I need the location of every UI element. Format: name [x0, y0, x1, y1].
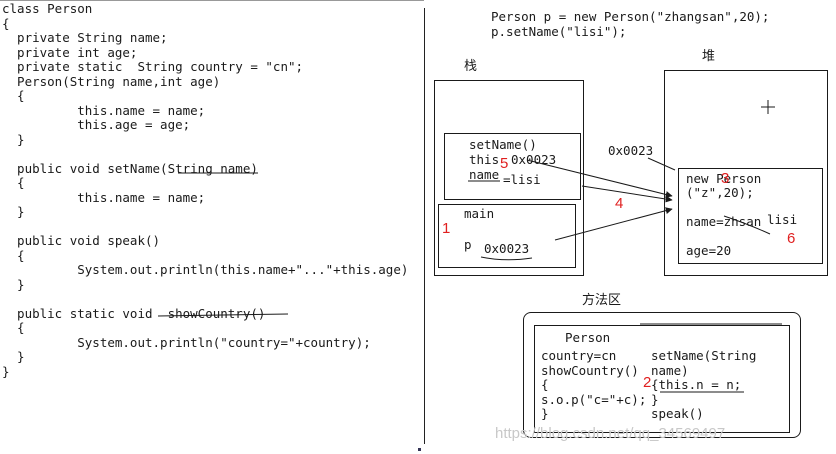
- new-person-statement: Person p = new Person("zhangsan",20);: [491, 9, 770, 24]
- stack-region: [434, 80, 584, 276]
- watermark: https://blog.csdn.net/qq_34569497: [495, 425, 726, 442]
- underline-showcountry: [157, 313, 289, 317]
- step-number-3: 3: [721, 170, 730, 187]
- code-line: private int age;: [2, 44, 138, 60]
- method-area-line: name): [651, 362, 689, 378]
- setname-frame-title: setName(): [469, 137, 537, 152]
- class-name: Person: [565, 330, 611, 345]
- arrow-p-to-object: [554, 207, 673, 241]
- top-border-left: [0, 0, 424, 1]
- strike-old-name: [723, 215, 771, 235]
- person-class-box: [534, 325, 790, 433]
- code-line: {: [2, 247, 25, 263]
- arrow-address-to-object: [647, 157, 676, 171]
- method-area-line: speak(): [651, 406, 704, 421]
- code-line: }: [2, 131, 25, 147]
- code-line: this.age = age;: [2, 117, 191, 132]
- setname-frame: [444, 133, 581, 200]
- code-line: }: [2, 204, 25, 219]
- code-line: public void speak(): [2, 233, 161, 248]
- code-line: private String name;: [2, 30, 168, 45]
- bottom-dot: [418, 448, 421, 451]
- code-line: {: [2, 15, 10, 31]
- name-param-value: =lisi: [503, 172, 541, 187]
- heap-label: 堆: [702, 49, 716, 64]
- method-area-label: 方法区: [582, 293, 622, 308]
- method-area-line: }: [651, 391, 659, 407]
- method-area-line: country=cn: [541, 348, 617, 363]
- object-age-field: age=20: [686, 243, 732, 258]
- method-area-line: s.o.p("c="+c);: [541, 391, 647, 407]
- code-line: private static String country = "cn";: [2, 59, 304, 74]
- this-label: this: [469, 152, 500, 167]
- code-line: public void setName(String name): [2, 160, 258, 176]
- step-number-6: 6: [787, 230, 796, 247]
- person-object: [678, 168, 823, 264]
- code-line: {: [2, 175, 25, 190]
- arrow-name-to-object: [581, 185, 673, 203]
- object-constructor-line2: ("z",20);: [686, 185, 754, 200]
- method-area-line: showCountry(): [541, 362, 639, 378]
- underline-p-value: [480, 256, 533, 261]
- object-name-new-value: lisi: [767, 212, 798, 227]
- method-area-region: [523, 312, 801, 438]
- panel-divider: [424, 8, 425, 444]
- setname-call-statement: p.setName("lisi");: [491, 24, 627, 39]
- heap-address: 0x0023: [608, 143, 654, 158]
- object-name-field: name=zhsan: [686, 214, 762, 229]
- object-constructor-line1: new Person: [686, 171, 762, 186]
- name-param-label: name: [469, 167, 500, 182]
- this-value: 0x0023: [511, 152, 557, 167]
- code-line: class Person: [2, 1, 93, 16]
- code-line: }: [2, 349, 25, 364]
- code-line: this.name = name;: [2, 102, 206, 118]
- method-area-line: }: [541, 406, 549, 421]
- main-frame: [438, 204, 576, 268]
- code-line: public static void showCountry(): [2, 305, 266, 321]
- step-number-4: 4: [615, 195, 624, 212]
- code-line: System.out.println("country="+country);: [2, 334, 371, 350]
- method-area-line: {this.n = n;: [651, 377, 742, 392]
- code-line: }: [2, 363, 10, 379]
- step-number-1: 1: [442, 220, 451, 237]
- code-line: {: [2, 320, 25, 335]
- arrow-this-to-object: [526, 159, 673, 198]
- step-number-2: 2: [643, 374, 652, 391]
- heap-region: [664, 70, 828, 276]
- main-frame-title: main: [464, 206, 495, 221]
- code-line: System.out.println(this.name+"..."+this.…: [2, 262, 409, 277]
- method-area-line: {: [541, 377, 549, 392]
- code-line: }: [2, 276, 25, 292]
- method-area-line: setName(String: [651, 348, 757, 363]
- stack-label: 栈: [464, 59, 478, 74]
- code-line: {: [2, 88, 25, 103]
- p-variable-value: 0x0023: [484, 241, 530, 256]
- code-line: this.name = name;: [2, 189, 206, 205]
- code-line: Person(String name,int age): [2, 73, 221, 89]
- step-number-5: 5: [500, 155, 509, 172]
- p-variable-label: p: [464, 237, 472, 252]
